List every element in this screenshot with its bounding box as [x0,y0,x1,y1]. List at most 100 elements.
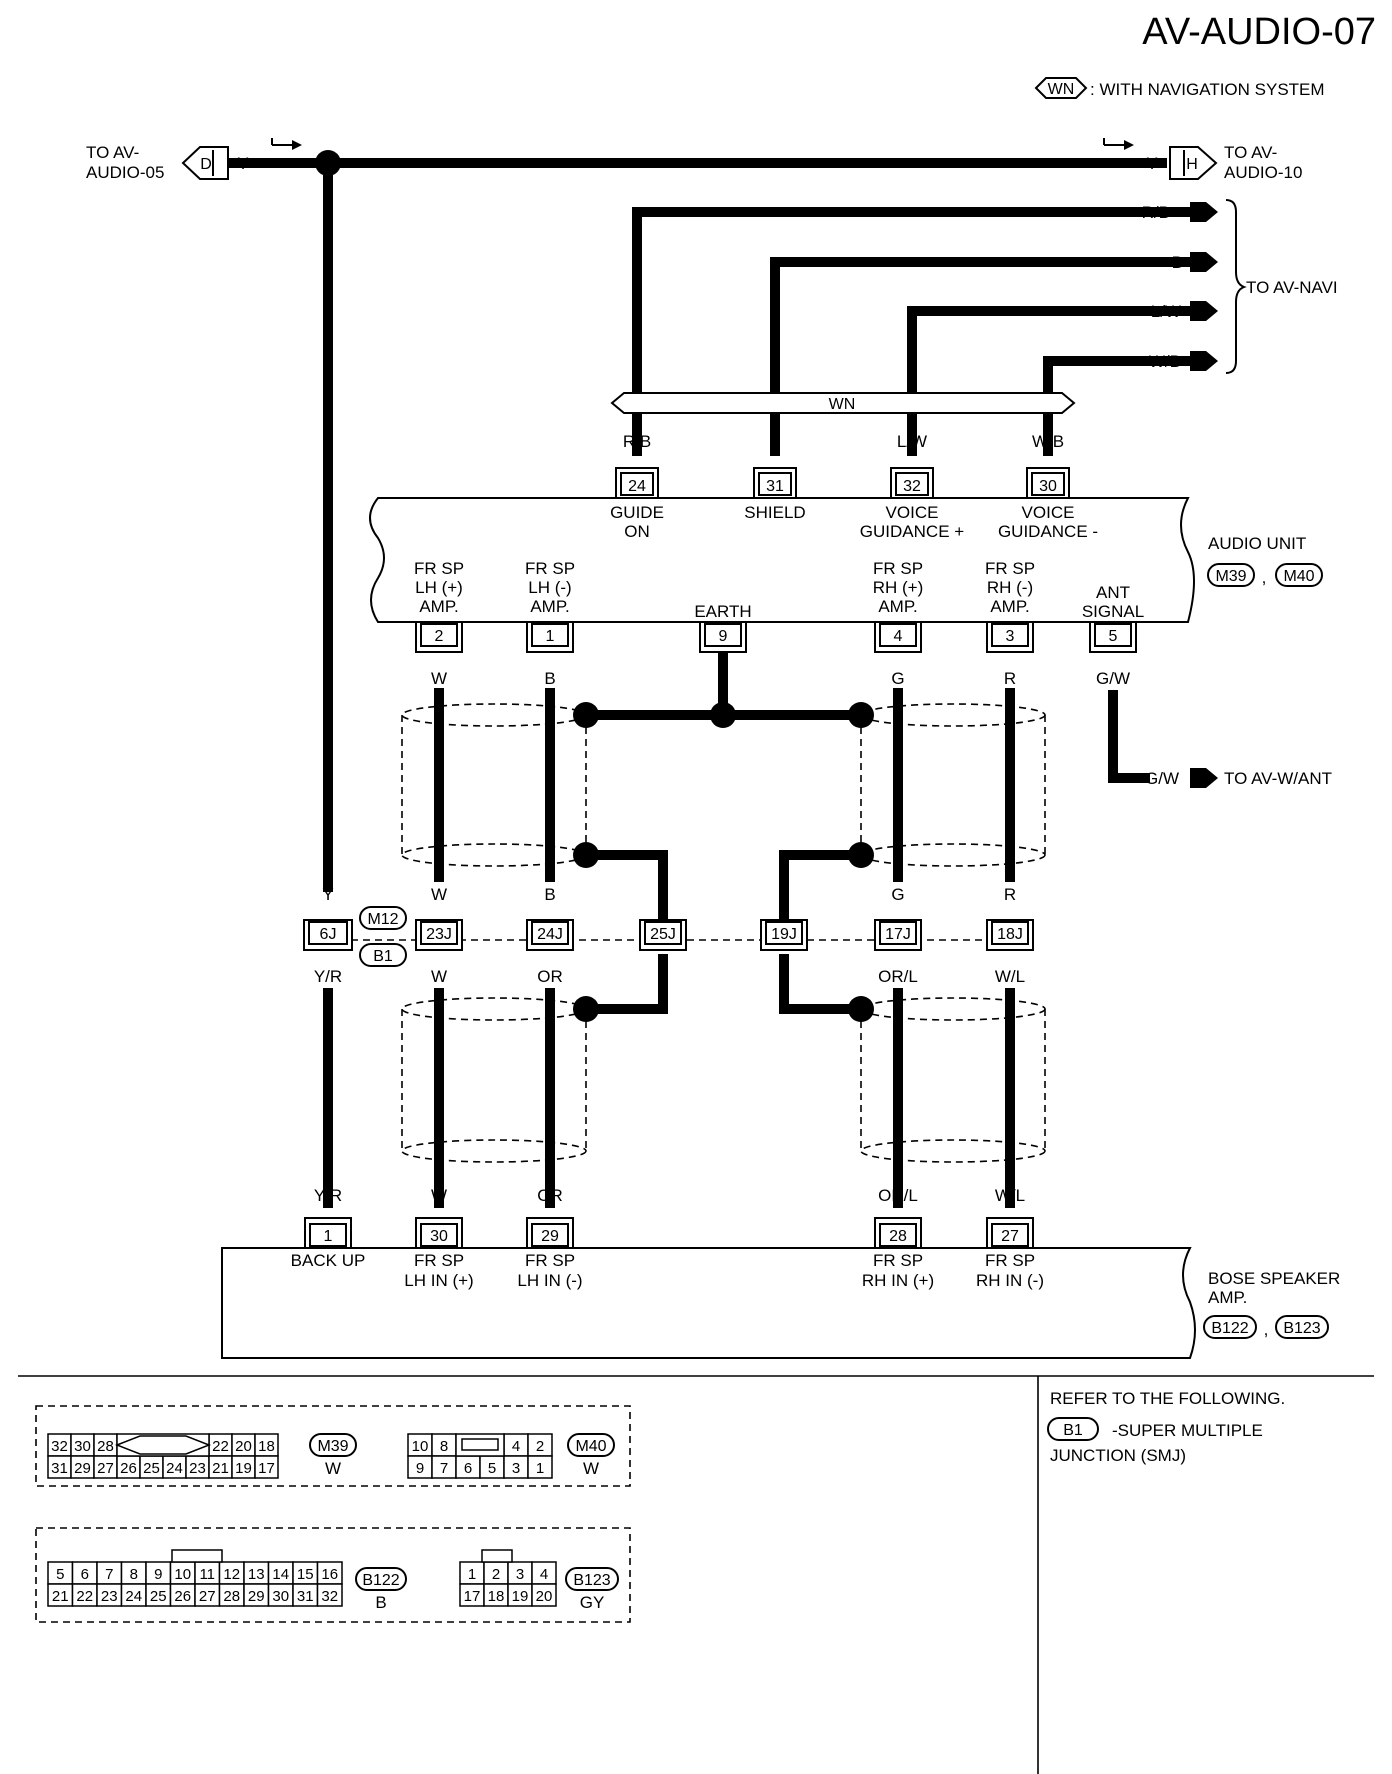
svg-text:B123: B123 [1283,1320,1320,1337]
svg-text:RH (+): RH (+) [873,578,924,597]
svg-text:W: W [325,1459,341,1478]
cavity-number: 23 [189,1460,206,1477]
svg-text:18J: 18J [997,926,1023,943]
cavity-number: 17 [464,1588,481,1605]
svg-text:24J: 24J [537,926,563,943]
svg-text:25J: 25J [650,926,676,943]
svg-text:1: 1 [546,628,555,645]
svg-text:AUDIO-05: AUDIO-05 [86,163,164,182]
svg-text:M39: M39 [1215,568,1246,585]
svg-text:WN: WN [829,396,856,413]
svg-text:REFER TO THE FOLLOWING.: REFER TO THE FOLLOWING. [1050,1389,1285,1408]
cavity-number: 26 [174,1588,191,1605]
svg-text:RH IN (-): RH IN (-) [976,1271,1044,1290]
svg-text:R/B: R/B [1142,203,1170,222]
svg-text:,: , [1262,568,1267,587]
svg-text:6J: 6J [320,926,337,943]
audio-unit-name: AUDIO UNIT [1208,534,1306,553]
cavity-number: 2 [492,1566,500,1583]
svg-text:FR SP: FR SP [414,1251,464,1270]
svg-text:SHIELD: SHIELD [744,503,805,522]
cavity-number: 27 [199,1588,216,1605]
svg-text:W/B: W/B [1149,352,1181,371]
audio-bottom-pin-9: 9 [699,621,747,653]
svg-text:ON: ON [624,522,650,541]
cavity-number: 5 [56,1566,64,1583]
svg-text:B1: B1 [373,948,393,965]
audio-bottom-pin-3: 3 [986,621,1034,653]
lock-tab [481,1549,513,1563]
svg-text:AMP.: AMP. [419,597,458,616]
cavity-number: 15 [297,1566,314,1583]
cavity-number: 19 [235,1460,252,1477]
wn-harness [610,392,1076,414]
cavity-number: 4 [540,1566,548,1583]
cavity-number: 21 [212,1460,229,1477]
ant-destination: TO AV-W/ANT [1224,769,1332,788]
svg-text:-SUPER MULTIPLE: -SUPER MULTIPLE [1112,1421,1263,1440]
svg-text:30: 30 [430,1228,448,1245]
svg-text:9: 9 [719,628,728,645]
svg-text:B: B [1172,253,1183,272]
svg-text:R: R [1004,669,1016,688]
lock-tab [114,1435,212,1455]
svg-text:RH (-): RH (-) [987,578,1033,597]
svg-text:VOICE: VOICE [1022,503,1075,522]
cavity-number: 24 [166,1460,183,1477]
refer-notes: REFER TO THE FOLLOWING. B1 -SUPER MULTIP… [1047,1389,1285,1465]
cavity-number: 28 [223,1588,240,1605]
svg-text:L/W: L/W [897,432,927,451]
svg-text:M40: M40 [575,1438,606,1455]
svg-text:28: 28 [889,1228,907,1245]
cavity-number: 4 [512,1438,520,1455]
cavity-number: 27 [97,1460,114,1477]
svg-text:G: G [891,885,904,904]
svg-text:FR SP: FR SP [414,559,464,578]
svg-text:OR/L: OR/L [878,967,918,986]
cavity-number: 24 [125,1588,142,1605]
cavity-number: 25 [143,1460,160,1477]
main-bus: D Y TO AV- AUDIO-05 H Y TO AV- AUDIO-10 … [86,138,1302,904]
svg-text:AMP.: AMP. [990,597,1029,616]
cavity-number: 31 [51,1460,68,1477]
cavity-number: 6 [81,1566,89,1583]
smj-junction: 6J 23J 24J 25J 19J 17J 18J M12 B1 [303,906,1035,967]
cavity-number: 10 [174,1566,191,1583]
cavity-number: 11 [199,1566,215,1583]
cavity-number: 30 [74,1438,91,1455]
speaker-wires: W B G R G/W G/W TO AV-W/ANT W B G R Y/R … [314,652,1332,1208]
svg-text:SIGNAL: SIGNAL [1082,602,1144,621]
svg-text:AMP.: AMP. [530,597,569,616]
lock-tab [171,1549,223,1563]
cavity-number: 28 [97,1438,114,1455]
svg-text:L/W: L/W [1151,302,1181,321]
svg-text:AUDIO-10: AUDIO-10 [1224,163,1302,182]
cavity-number: 10 [412,1438,429,1455]
audio-bottom-pin-1: 1 [526,621,574,653]
cavity-number: 9 [416,1460,424,1477]
cavity-number: 8 [130,1566,138,1583]
svg-text:3: 3 [1006,628,1015,645]
cavity-number: 1 [536,1460,544,1477]
svg-text:W/L: W/L [995,967,1025,986]
svg-text:W: W [583,1459,599,1478]
svg-text:OR: OR [537,967,563,986]
cavity-number: 7 [105,1566,113,1583]
svg-text:17J: 17J [885,926,911,943]
svg-text:G/W: G/W [1145,769,1179,788]
cavity-number: 3 [512,1460,520,1477]
svg-text:LH (+): LH (+) [415,578,463,597]
connector-h [1169,146,1218,180]
svg-text:W: W [431,885,447,904]
svg-text:B123: B123 [573,1572,610,1589]
lock-tab [461,1438,499,1451]
svg-text:M39: M39 [317,1438,348,1455]
cavity-number: 32 [51,1438,68,1455]
cavity-number: 32 [321,1588,338,1605]
svg-text:RH IN (+): RH IN (+) [862,1271,934,1290]
cavity-number: 18 [258,1438,275,1455]
connector-d [181,146,229,180]
cavity-number: 20 [235,1438,252,1455]
